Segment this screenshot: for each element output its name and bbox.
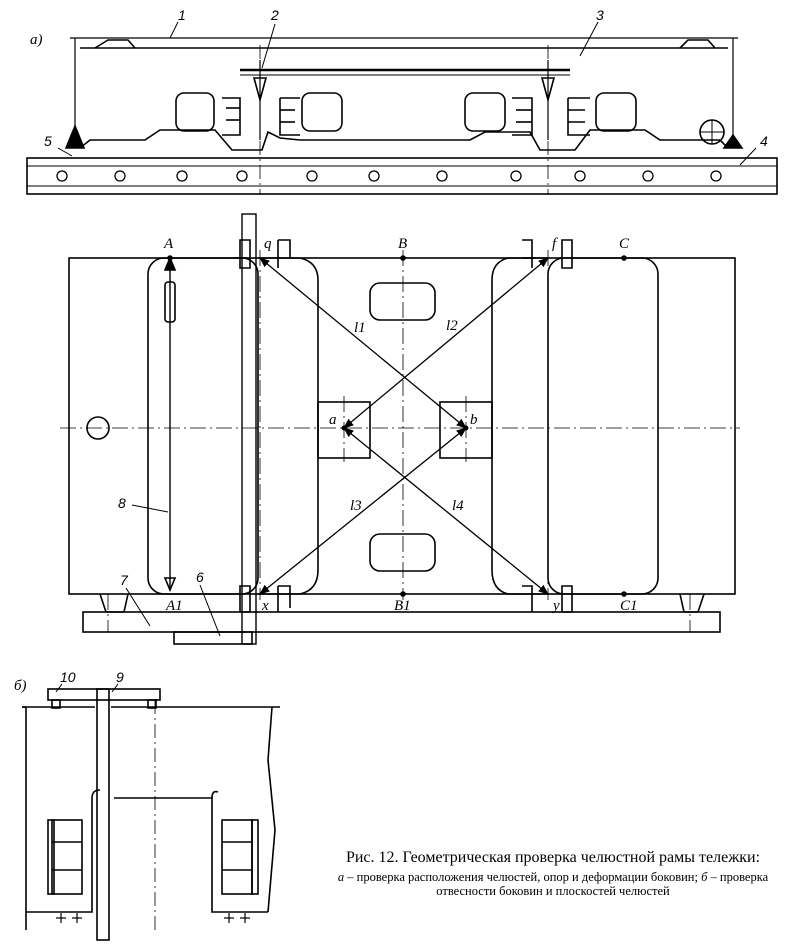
svg-text:A: A bbox=[163, 236, 174, 252]
jaw-right-section bbox=[221, 819, 253, 895]
svg-text:6: 6 bbox=[196, 569, 204, 585]
svg-text:l3: l3 bbox=[350, 498, 362, 514]
svg-text:y: y bbox=[551, 598, 560, 614]
svg-text:l1: l1 bbox=[354, 320, 366, 336]
svg-text:1: 1 bbox=[178, 7, 186, 23]
straight-edge bbox=[241, 213, 257, 645]
frame-window-1 bbox=[175, 92, 215, 132]
caption-b-marker: б bbox=[701, 870, 708, 884]
rail-beam bbox=[26, 157, 778, 195]
section-marks bbox=[55, 683, 250, 930]
diagonals bbox=[259, 257, 549, 595]
frame-window-4 bbox=[595, 92, 637, 132]
svg-text:4: 4 bbox=[760, 133, 768, 149]
svg-text:a: a bbox=[329, 412, 337, 428]
caption-b-text: – проверка отвесности боковин и плоскост… bbox=[436, 870, 769, 898]
side-view-leaders bbox=[57, 21, 757, 166]
caption-title: Рис. 12. Геометрическая проверка челюстн… bbox=[345, 849, 761, 866]
svg-text:C1: C1 bbox=[620, 598, 638, 614]
frame-window-2 bbox=[301, 92, 343, 132]
svg-text:10: 10 bbox=[60, 669, 76, 685]
plan-leaders bbox=[125, 504, 221, 637]
svg-text:7: 7 bbox=[120, 572, 129, 588]
svg-text:l4: l4 bbox=[452, 498, 464, 514]
side-view-centerlines bbox=[259, 45, 549, 195]
jaw-left-section bbox=[51, 819, 83, 895]
plan-window-bottom bbox=[369, 533, 436, 572]
svg-text:3: 3 bbox=[596, 7, 604, 23]
frame-window-3 bbox=[464, 92, 506, 132]
svg-text:8: 8 bbox=[118, 495, 126, 511]
svg-text:q: q bbox=[264, 236, 272, 252]
svg-text:б): б) bbox=[14, 678, 27, 694]
side-view bbox=[26, 37, 778, 195]
svg-text:l2: l2 bbox=[446, 318, 458, 334]
labels: а) 1 2 3 4 5 A B C q f a b l1 l2 l3 l4 A… bbox=[14, 7, 768, 694]
figure-caption: Рис. 12. Геометрическая проверка челюстн… bbox=[322, 848, 784, 898]
svg-text:B: B bbox=[398, 236, 407, 252]
frame-outline bbox=[68, 257, 736, 595]
svg-text:f: f bbox=[552, 236, 558, 252]
svg-text:A1: A1 bbox=[165, 598, 183, 614]
plan-view bbox=[68, 213, 736, 645]
svg-text:C: C bbox=[619, 236, 630, 252]
plan-window-top bbox=[369, 282, 436, 321]
caption-text: а – проверка расположения челюстей, опор… bbox=[322, 870, 784, 898]
plan-centerlines bbox=[60, 250, 740, 632]
rail-holes bbox=[56, 170, 722, 182]
svg-text:а): а) bbox=[30, 32, 43, 48]
svg-text:9: 9 bbox=[116, 669, 124, 685]
gauge-plate-9 bbox=[47, 688, 161, 701]
svg-text:B1: B1 bbox=[394, 598, 411, 614]
side-member-right bbox=[547, 257, 659, 595]
svg-text:2: 2 bbox=[270, 7, 279, 23]
section-view bbox=[22, 688, 280, 941]
caption-a-text: – проверка расположения челюстей, опор и… bbox=[344, 870, 702, 884]
svg-text:b: b bbox=[470, 412, 478, 428]
svg-text:5: 5 bbox=[44, 133, 52, 149]
reference-points bbox=[167, 255, 627, 597]
caption-a-marker: а bbox=[337, 870, 345, 884]
base-plate bbox=[82, 611, 721, 633]
svg-text:x: x bbox=[261, 598, 269, 614]
